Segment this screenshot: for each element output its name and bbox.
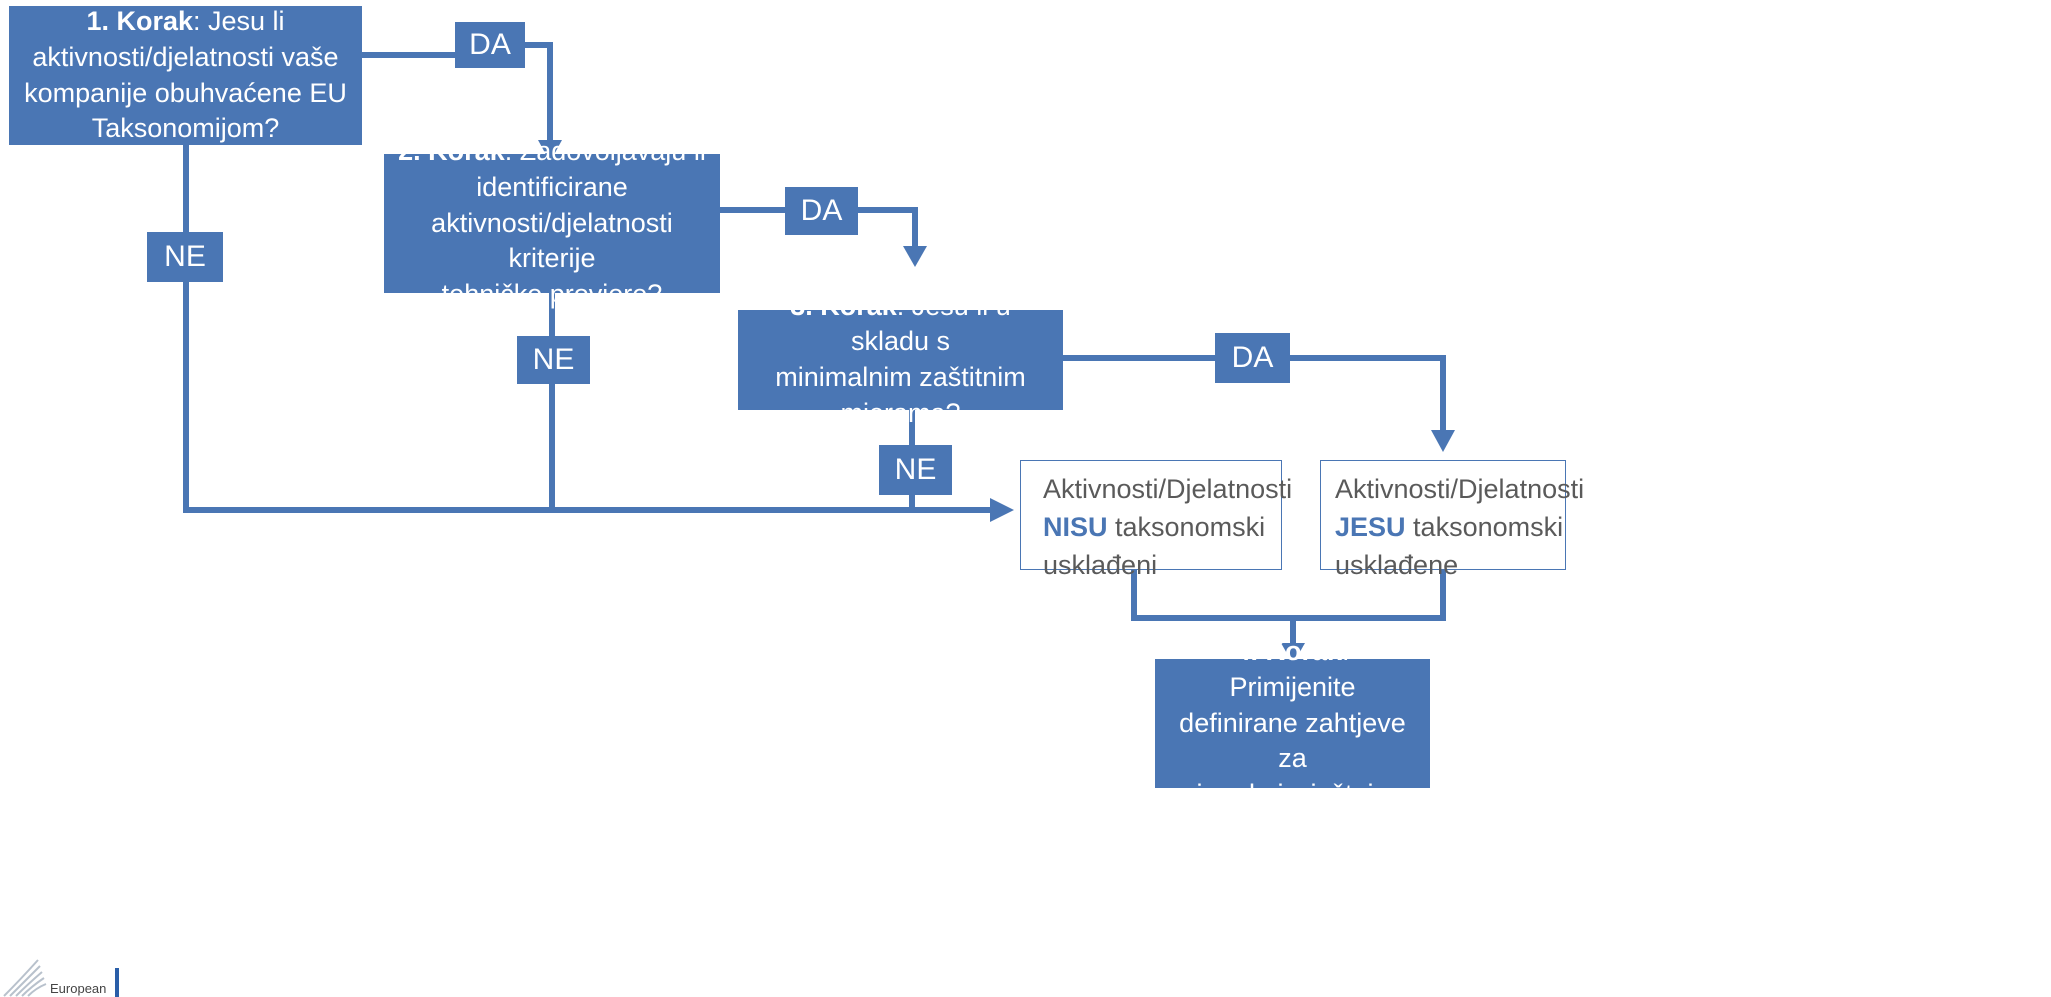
step3-line1: : Jesu li u skladu s <box>850 290 1011 357</box>
step1-line3: kompanije obuhvaćene EU <box>24 77 347 108</box>
label-ne-step3: NE <box>879 445 952 495</box>
step2-box: 2. Korak: Zadovoljavaju li identificiran… <box>384 136 720 309</box>
step1-bold: 1. Korak <box>86 6 193 37</box>
label-da-step2: DA <box>785 187 858 235</box>
step3-line3: mjerama? <box>840 397 961 428</box>
step4-line2: definirane zahtjeve za <box>1179 707 1406 774</box>
step1-line4: Taksonomijom? <box>91 113 280 144</box>
label-ne-step1: NE <box>147 232 223 282</box>
outcome-not-line3: usklađeni <box>1043 549 1158 580</box>
step4-bold: 4. Korak <box>1235 636 1343 667</box>
label-da-step3: DA <box>1215 333 1290 383</box>
step1-line1: : Jesu li <box>193 6 285 37</box>
arrowhead-step3 <box>903 246 927 267</box>
arrowhead-jesu <box>1431 430 1455 452</box>
outcome-not-aligned-box: Aktivnosti/Djelatnosti NISU taksonomski … <box>1020 460 1293 580</box>
step3-bold: 3. Korak <box>790 290 897 321</box>
step4-box: 4. Korak: Primijenite definirane zahtjev… <box>1155 636 1430 809</box>
outcome-aligned-box: Aktivnosti/Djelatnosti JESU taksonomski … <box>1320 460 1585 580</box>
step2-line4: tehničke provjere? <box>441 278 663 309</box>
outcome-not-line2: taksonomski <box>1107 511 1266 542</box>
connector-da1-to-step2 <box>525 42 553 140</box>
label-da-step1: DA <box>455 22 525 68</box>
outcome-not-bold: NISU <box>1043 511 1108 542</box>
step4-line1: : Primijenite <box>1229 636 1356 703</box>
eu-commission-logo-icon <box>3 959 47 997</box>
step2-line2: identificirane <box>476 172 628 203</box>
step2-line1: : Zadovoljavaju li <box>504 136 706 167</box>
arrowhead-step4 <box>1281 643 1305 664</box>
label-ne-step2: NE <box>517 336 590 384</box>
outcome-yes-line1: Aktivnosti/Djelatnosti <box>1335 474 1585 504</box>
connector-outcomes-merge <box>1131 570 1446 621</box>
step2-line3: aktivnosti/djelatnosti kriterije <box>431 207 673 274</box>
connector-da2-to-step3 <box>858 207 918 248</box>
step3-box: 3. Korak: Jesu li u skladu s minimalnim … <box>738 291 1063 428</box>
step1-box: 1. Korak: Jesu li aktivnosti/djelatnosti… <box>9 6 362 145</box>
step1-line2: aktivnosti/djelatnosti vaše <box>32 41 339 72</box>
outcome-yes-line3: usklađene <box>1335 549 1459 580</box>
logo-text: European <box>50 981 107 996</box>
step2-bold: 2. Korak <box>398 136 505 167</box>
arrowhead-nisu <box>990 498 1014 522</box>
arrowhead-step2 <box>538 140 562 162</box>
outcome-yes-line2: taksonomski <box>1405 511 1564 542</box>
step4-line3: izradu izvještaja <box>1196 778 1389 809</box>
step3-line2: minimalnim zaštitnim <box>775 362 1026 392</box>
outcome-not-line1: Aktivnosti/Djelatnosti <box>1043 474 1293 504</box>
outcome-yes-bold: JESU <box>1335 511 1406 542</box>
logo-divider <box>115 968 119 997</box>
connector-da3-to-jesu <box>1290 355 1446 432</box>
